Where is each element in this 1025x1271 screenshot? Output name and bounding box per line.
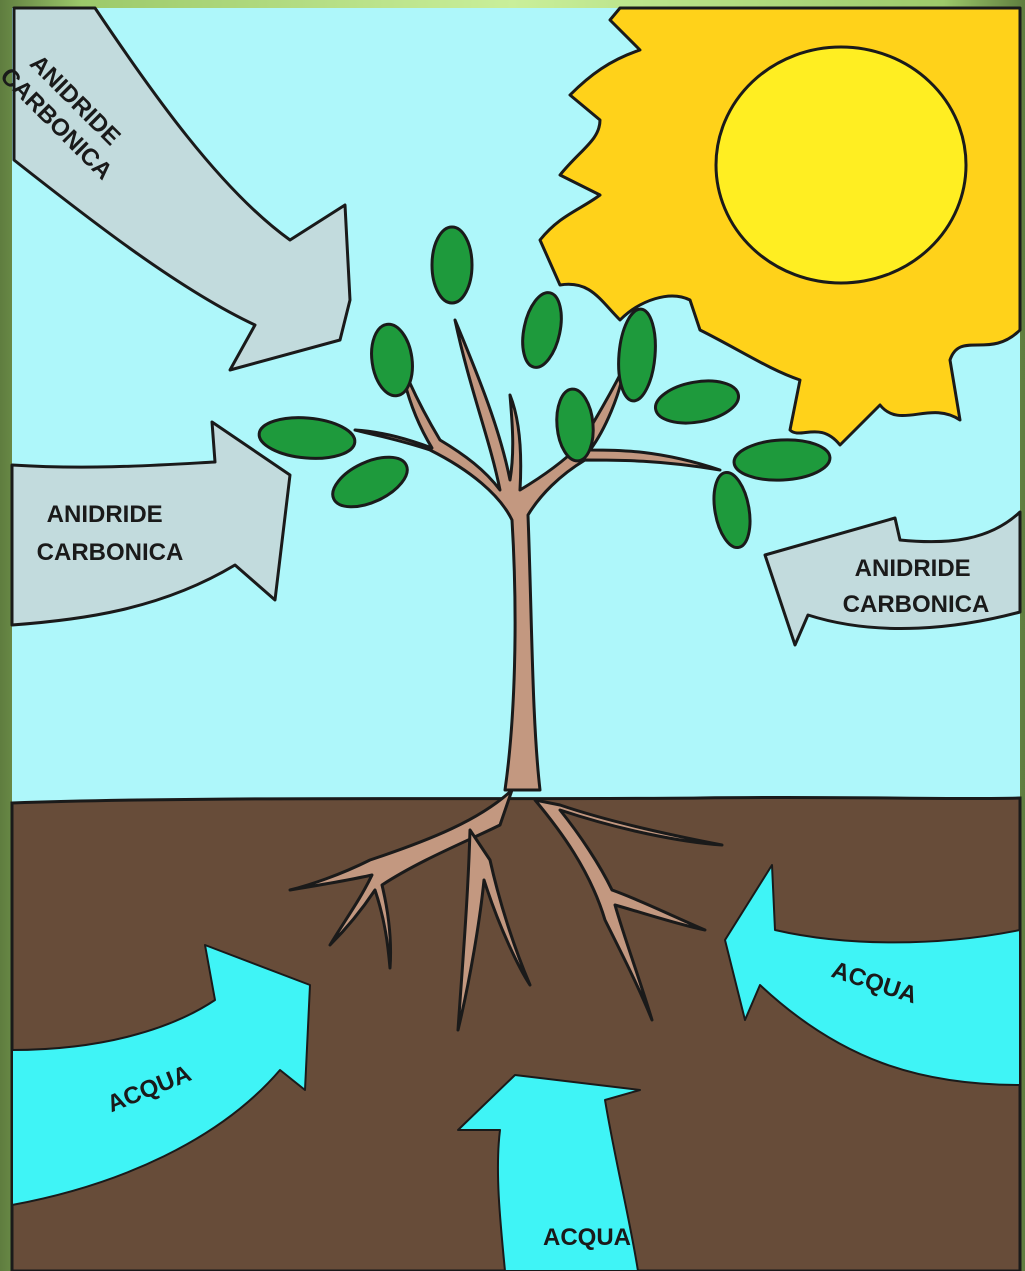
- leaf: [712, 470, 752, 550]
- leaf: [521, 291, 563, 369]
- water-arrow-right: [724, 864, 1021, 1086]
- leaf: [257, 416, 357, 460]
- leaf: [653, 379, 741, 425]
- leaf: [370, 322, 414, 398]
- co2-label-line-1: ANIDRIDE: [47, 501, 163, 528]
- co2-label-left: ANIDRIDE CARBONICA: [37, 501, 184, 566]
- co2-arrow-top-left: [12, 6, 352, 372]
- water-arrow-left: [11, 944, 311, 1206]
- leaf: [555, 387, 595, 463]
- co2-arrow-left: [10, 420, 292, 627]
- sun-icon: [714, 45, 968, 285]
- co2-label-line-2: CARBONICA: [37, 539, 184, 566]
- leaf: [430, 225, 474, 305]
- leaf: [732, 438, 832, 482]
- roots: [288, 788, 724, 1032]
- leaves: [257, 225, 832, 550]
- co2-label-line-2: CARBONICA: [843, 591, 990, 618]
- tree-trunk: [353, 318, 722, 792]
- leaf: [331, 455, 409, 509]
- water-label-bottom: ACQUA: [543, 1224, 631, 1251]
- water-arrow-bottom: [457, 1074, 641, 1271]
- co2-label-line-1: ANIDRIDE: [855, 555, 971, 582]
- co2-arrow-right: [763, 510, 1022, 647]
- co2-label-right: ANIDRIDE CARBONICA: [843, 555, 990, 618]
- leaf: [617, 307, 657, 403]
